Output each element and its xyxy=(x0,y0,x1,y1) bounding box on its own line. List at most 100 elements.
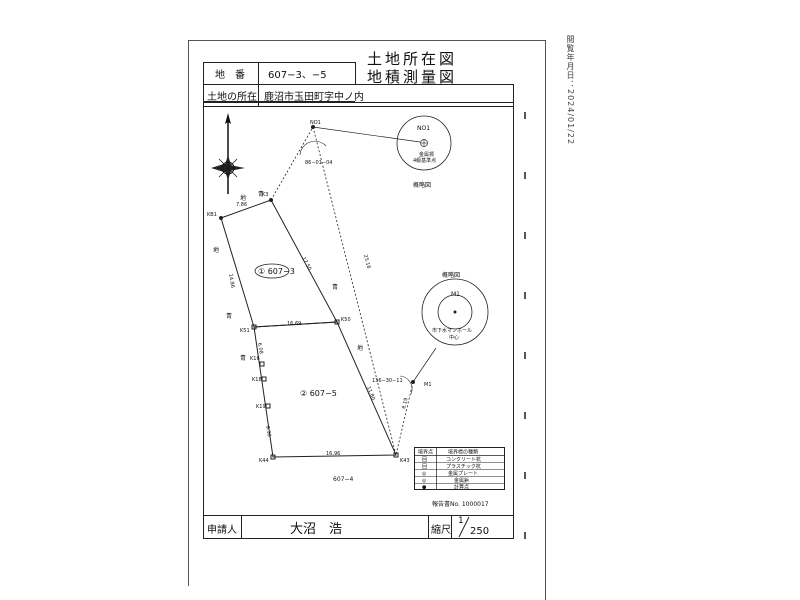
col-divider xyxy=(203,62,204,84)
point-label: K18 xyxy=(252,377,262,383)
view-date-stamp: 閲覧年月日：2024/01/22 xyxy=(566,35,575,146)
sketch-no1-label: NO1 xyxy=(417,125,430,132)
applicant-value: 大沼 浩 xyxy=(290,522,343,537)
parcel-label-607-5: ② 607−5 xyxy=(300,389,337,398)
legend-symbol: ● xyxy=(422,485,427,491)
parcel-label-607-3: ① 607−3 xyxy=(258,267,295,276)
sheet-edge xyxy=(545,40,546,600)
leader-line xyxy=(312,126,421,143)
parcel-label-ellipse xyxy=(254,263,290,279)
dimension-label: 17.50 xyxy=(300,256,312,271)
dimension-label: 16.69 xyxy=(287,321,301,327)
dimension-label: 7.86 xyxy=(236,202,247,208)
point-label: K51 xyxy=(240,328,250,334)
point-label-m1: M1 xyxy=(424,382,432,388)
sketch-m1-label: M1 xyxy=(451,291,460,298)
north-arrow-icon xyxy=(211,113,245,194)
road-label: 青 xyxy=(240,354,246,362)
row-divider xyxy=(203,101,355,102)
title-line-2: 地積測量図 xyxy=(367,68,458,86)
row-divider xyxy=(203,62,355,63)
location-value: 鹿沼市玉田町字中ノ内 xyxy=(264,92,364,103)
dimension-label: 6.08 xyxy=(256,342,264,354)
col-divider xyxy=(258,62,259,84)
dimension-label: 14.86 xyxy=(227,273,235,288)
survey-line xyxy=(312,126,397,456)
parcel-607-3-outline xyxy=(220,199,338,328)
dimension-label: 9.30 xyxy=(264,425,272,437)
point-label: K50 xyxy=(341,317,351,323)
lot-number-label: 地 番 xyxy=(215,70,245,81)
point-label: KB1 xyxy=(207,212,217,218)
sketch-no1-note1: 金属標 xyxy=(419,151,434,158)
point-label: K19 xyxy=(256,404,266,410)
leader-line xyxy=(412,347,437,383)
legend-symbol: ◎ xyxy=(422,478,427,484)
survey-line xyxy=(395,381,414,456)
angle-top: 86−01−04 xyxy=(305,160,332,166)
scale-numerator: 1 xyxy=(458,516,464,526)
scale-label: 縮尺 xyxy=(431,525,451,536)
point-label: K43 xyxy=(400,458,410,464)
legend-label: 金属プレート xyxy=(448,470,478,477)
road-label: 青 xyxy=(226,312,232,320)
parcel-607-5-outline xyxy=(253,321,397,458)
lot-number-value: 607−3、−5 xyxy=(268,70,327,81)
crosshair-icon xyxy=(420,139,428,147)
legend-label: プラスチック杭 xyxy=(446,463,481,470)
sketch-circle-no1 xyxy=(396,115,452,171)
point-marker xyxy=(334,319,340,325)
margin-mark xyxy=(524,292,526,299)
point-marker xyxy=(270,454,276,460)
paper-sheet xyxy=(188,40,546,586)
margin-mark xyxy=(524,532,526,539)
point-label-no1: NO1 xyxy=(310,120,321,126)
point-marker xyxy=(259,361,265,367)
report-number: 報告書No. 1000017 xyxy=(432,501,489,508)
col-divider xyxy=(428,515,429,539)
dimension-label: 11.80 xyxy=(365,386,376,402)
margin-mark xyxy=(524,112,526,119)
row-divider xyxy=(203,102,514,103)
legend-symbol: 回 xyxy=(422,464,427,470)
angle-mid: 136−30−11 xyxy=(372,378,403,384)
legend-header-left: 境界点 xyxy=(418,449,433,456)
point-label: K44 xyxy=(259,458,269,464)
point-marker xyxy=(251,324,257,330)
margin-mark xyxy=(524,472,526,479)
sketch-m1-note2: 中心 xyxy=(449,334,459,341)
col-divider xyxy=(258,84,259,106)
legend-label: 計算点 xyxy=(454,484,469,491)
point-marker xyxy=(265,403,271,409)
scale-denominator: 250 xyxy=(470,526,490,537)
title-line-1: 土地所在図 xyxy=(367,50,458,68)
applicant-label: 申請人 xyxy=(207,525,237,536)
road-label: 青 xyxy=(332,283,338,291)
legend-label: 金属鋲 xyxy=(454,477,469,484)
legend-symbol: 回 xyxy=(422,457,427,463)
road-label: 地 xyxy=(357,344,363,352)
sketch-circle-m1 xyxy=(421,278,489,346)
col-divider xyxy=(451,515,452,539)
point-marker xyxy=(261,376,267,382)
point-marker xyxy=(311,125,315,129)
road-label: 青 xyxy=(258,190,264,198)
point-label: K3 xyxy=(262,192,268,198)
road-label: 地 xyxy=(240,194,246,202)
manhole-icon xyxy=(437,294,473,330)
sketch-no1-note2: 4級基準点 xyxy=(413,157,436,164)
margin-mark xyxy=(524,412,526,419)
legend-header-right: 境界標の種類 xyxy=(448,449,478,456)
col-divider xyxy=(355,62,356,84)
point-marker xyxy=(219,216,223,220)
point-marker xyxy=(393,452,399,458)
row-divider xyxy=(203,106,514,107)
location-label: 土地の所在 xyxy=(207,92,257,103)
dimension-label: 16.96 xyxy=(326,451,340,457)
margin-mark xyxy=(524,232,526,239)
angle-arc xyxy=(299,140,327,156)
sketch-no1-title: 概略図 xyxy=(413,181,431,189)
dimension-label: 6.19 xyxy=(401,397,410,409)
sketch-m1-note1: 市下水マンホール xyxy=(432,327,472,334)
